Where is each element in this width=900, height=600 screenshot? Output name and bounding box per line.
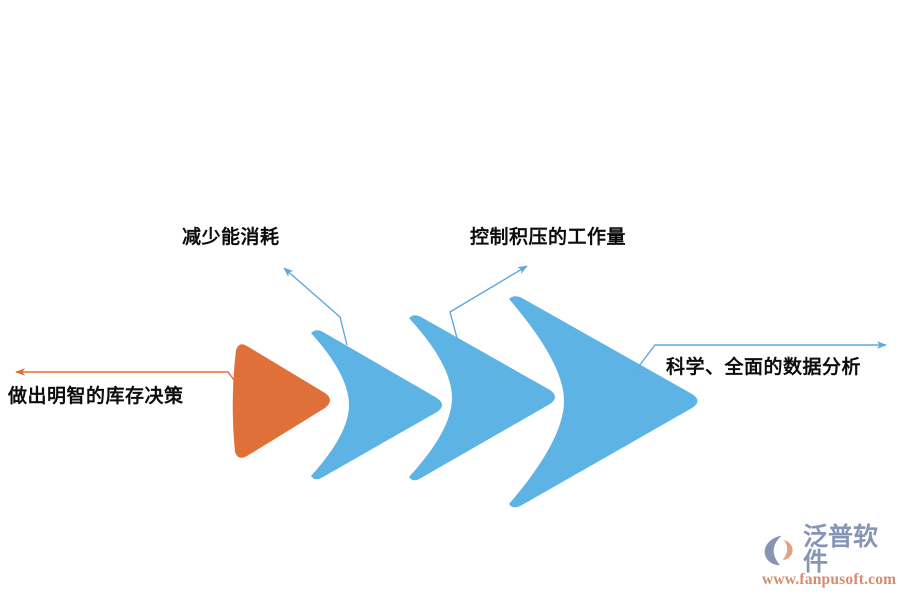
stage-4-chevron [509,296,698,508]
stage-1-triangle [232,344,330,458]
connector-control-backlog [449,265,528,339]
stage-3-chevron [409,315,555,481]
label-inventory-decision: 做出明智的库存决策 [8,386,184,407]
connector-inventory-decision [15,368,244,393]
connector-data-analysis [635,341,887,371]
fanpu-logo-icon [764,535,793,566]
label-reduce-consumption: 减少能消耗 [182,227,280,248]
watermark: 泛普软件 www.fanpusoft.com [762,525,897,592]
watermark-brand-text: 泛普软件 [803,523,879,576]
label-control-backlog: 控制积压的工作量 [470,227,627,248]
watermark-url-text: www.fanpusoft.com [762,571,897,588]
label-data-analysis: 科学、全面的数据分析 [666,357,862,378]
connector-reduce-consumption [283,267,348,346]
watermark-brand-row: 泛普软件 [762,525,894,575]
stage-2-chevron [311,330,442,480]
